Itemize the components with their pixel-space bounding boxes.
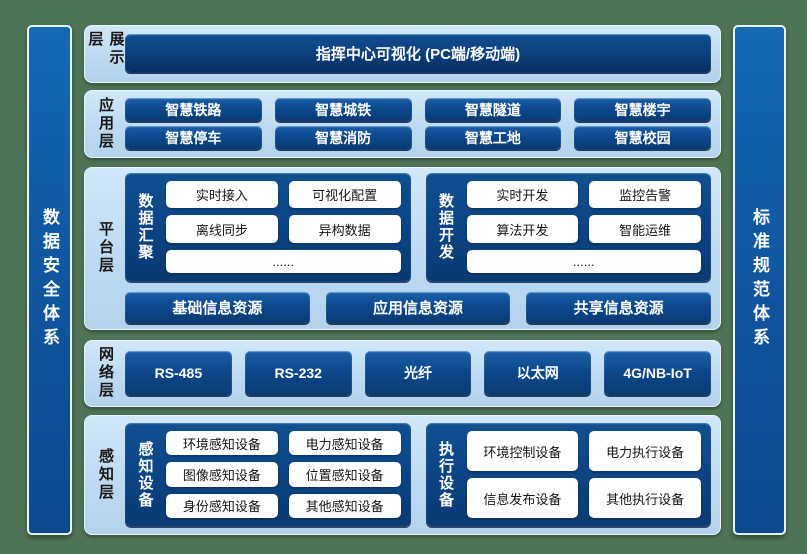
resource-row: 基础信息资源 应用信息资源 共享信息资源: [122, 292, 712, 323]
resource-shared-info: 共享信息资源: [526, 292, 712, 323]
perception-devices-group: 感知设备 环境感知设备 电力感知设备 图像感知设备 位置感知设备 身份感知设备 …: [125, 423, 411, 526]
layer-label-perception: 感知层: [97, 447, 114, 502]
layer-application: 应用层 智慧铁路 智慧城铁 智慧隧道 智慧楼宇 智慧停车 智慧消防 智慧工地 智…: [84, 90, 721, 158]
chip-visual-config: 可视化配置: [288, 181, 401, 209]
data-aggregation-group: 数据汇聚 实时接入 可视化配置 离线同步 异构数据 ......: [125, 173, 411, 282]
data-security-pillar: 数据安全体系: [27, 25, 72, 535]
chip-other-sensing: 其他感知设备: [288, 493, 401, 518]
network-item-fiber: 光纤: [364, 351, 472, 395]
app-item-smart-railway: 智慧铁路: [125, 98, 262, 121]
chip-ellipsis: ......: [166, 249, 401, 274]
chip-offline-sync: 离线同步: [166, 215, 278, 243]
chip-realtime-access: 实时接入: [166, 181, 278, 209]
resource-basic-info: 基础信息资源: [125, 292, 310, 323]
chip-image-sensing: 图像感知设备: [166, 462, 278, 487]
layer-stack: 展示层 指挥中心可视化 (PC端/移动端) 应用层 智慧铁路 智慧城铁 智慧隧道…: [84, 25, 721, 535]
data-aggregation-label: 数据汇聚: [136, 193, 154, 262]
layer-perception: 感知层 感知设备 环境感知设备 电力感知设备 图像感知设备 位置感知设备 身份感…: [84, 415, 721, 535]
perception-devices-label: 感知设备: [136, 440, 154, 509]
chip-env-control: 环境控制设备: [466, 431, 579, 471]
chip-algorithm-dev: 算法开发: [466, 215, 579, 243]
layer-label-network: 网络层: [97, 346, 114, 400]
chip-other-exec: 其他执行设备: [589, 478, 701, 518]
chip-monitor-alert: 监控告警: [589, 181, 701, 209]
chip-power-exec: 电力执行设备: [589, 431, 701, 471]
chip-hetero-data: 异构数据: [288, 215, 401, 243]
network-item-ethernet: 以太网: [484, 351, 592, 395]
chip-ellipsis: ......: [466, 249, 701, 274]
chip-realtime-dev: 实时开发: [466, 181, 579, 209]
network-item-rs485: RS-485: [125, 351, 232, 395]
resource-app-info: 应用信息资源: [325, 292, 511, 323]
app-item-smart-campus: 智慧校园: [574, 126, 711, 149]
app-item-smart-site: 智慧工地: [424, 126, 562, 149]
app-item-smart-metro: 智慧城铁: [274, 98, 412, 121]
chip-location-sensing: 位置感知设备: [288, 462, 401, 487]
data-development-group: 数据开发 实时开发 监控告警 算法开发 智能运维 ......: [425, 173, 711, 282]
app-item-smart-tunnel: 智慧隧道: [424, 98, 562, 121]
diagram-frame: 数据安全体系 展示层 指挥中心可视化 (PC端/移动端) 应用层 智慧铁路 智慧…: [27, 25, 786, 535]
standards-pillar: 标准规范体系: [733, 25, 786, 535]
network-item-4g-nbiot: 4G/NB-IoT: [604, 351, 711, 395]
layer-platform: 平台层 数据汇聚 实时接入 可视化配置 离线同步 异构数据 ......: [84, 167, 721, 330]
execution-devices-label: 执行设备: [437, 440, 454, 509]
chip-power-sensing: 电力感知设备: [288, 431, 401, 456]
app-item-smart-parking: 智慧停车: [125, 126, 262, 149]
app-item-smart-building: 智慧楼宇: [574, 98, 711, 121]
application-grid: 智慧铁路 智慧城铁 智慧隧道 智慧楼宇 智慧停车 智慧消防 智慧工地 智慧校园: [122, 96, 711, 151]
layer-label-platform: 平台层: [97, 221, 114, 275]
chip-info-publish: 信息发布设备: [466, 478, 579, 518]
layer-display: 展示层 指挥中心可视化 (PC端/移动端): [84, 25, 721, 83]
network-row: RS-485 RS-232 光纤 以太网 4G/NB-IoT: [122, 346, 711, 400]
chip-smart-ops: 智能运维: [589, 215, 701, 243]
chip-identity-sensing: 身份感知设备: [166, 493, 278, 518]
execution-devices-group: 执行设备 环境控制设备 电力执行设备 信息发布设备 其他执行设备: [425, 423, 711, 526]
app-item-smart-fire: 智慧消防: [274, 126, 412, 149]
data-development-label: 数据开发: [437, 193, 454, 262]
command-center-box: 指挥中心可视化 (PC端/移动端): [125, 34, 711, 72]
layer-label-application: 应用层: [97, 96, 114, 151]
layer-network: 网络层 RS-485 RS-232 光纤 以太网 4G/NB-IoT: [84, 340, 721, 407]
chip-env-sensing: 环境感知设备: [166, 431, 278, 456]
network-item-rs232: RS-232: [244, 351, 352, 395]
layer-label-display: 展示层: [86, 31, 125, 67]
